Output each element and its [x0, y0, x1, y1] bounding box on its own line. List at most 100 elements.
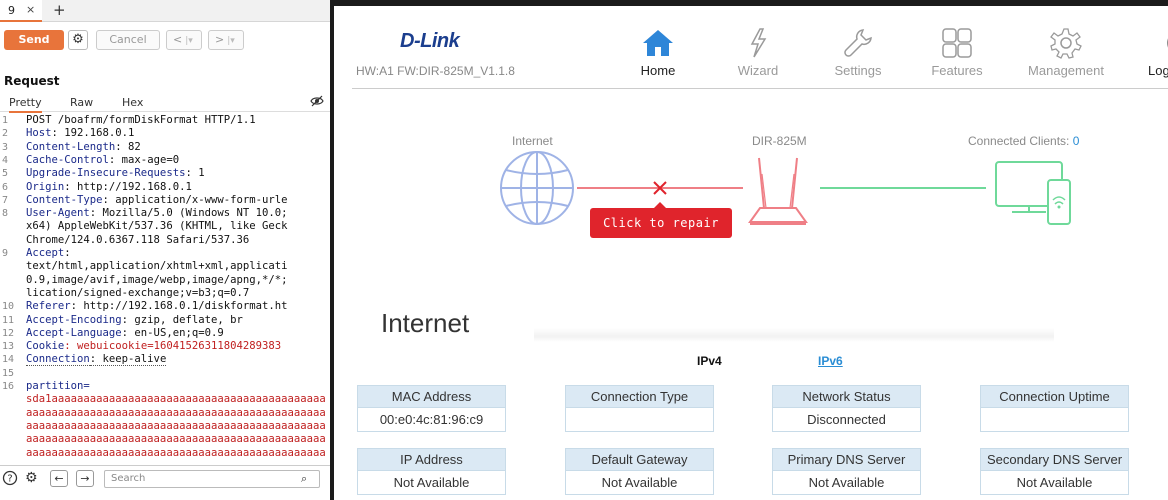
nav-settings[interactable]: Settings	[803, 26, 913, 78]
line-value: text/html,application/xhtml+xml,applicat…	[26, 260, 288, 273]
header-value: : http://192.168.0.1/diskformat.ht	[70, 300, 288, 313]
history-forward-button[interactable]: >|▾	[208, 30, 244, 50]
tab-ipv4[interactable]: IPv4	[697, 354, 722, 368]
header-value: :	[64, 247, 71, 259]
info-card-label: Connection Uptime	[981, 386, 1128, 408]
code-text: Host: 192.168.0.1	[26, 127, 134, 140]
forward-icon: >	[215, 33, 225, 46]
line-number: 7	[2, 194, 9, 206]
header-name: Content-Length	[26, 140, 116, 153]
cancel-button[interactable]: Cancel	[96, 30, 160, 50]
hide-eye-icon[interactable]	[310, 95, 324, 110]
header-value: : Mozilla/5.0 (Windows NT 10.0;	[89, 207, 288, 220]
info-card-label: IP Address	[358, 449, 505, 471]
tab-bar: 9 × +	[0, 0, 330, 22]
logout-icon	[1167, 38, 1168, 48]
header-name: Content-Type	[26, 193, 103, 206]
clients-icon[interactable]	[995, 161, 1071, 225]
tab-9[interactable]: 9 ×	[0, 0, 42, 22]
nav-label: Management	[1028, 63, 1104, 78]
svg-text:?: ?	[7, 474, 12, 485]
header-value: : 82	[115, 140, 141, 153]
prev-match-button[interactable]: ←	[50, 470, 68, 487]
dropdown-icon: |▾	[185, 36, 193, 46]
code-text: Accept:	[26, 247, 71, 260]
code-line: x64) AppleWebKit/537.36 (KHTML, like Gec…	[0, 220, 330, 233]
router-icon[interactable]	[748, 157, 808, 225]
code-line: 7 Content-Type: application/x-www-form-ur…	[0, 194, 330, 207]
next-match-button[interactable]: →	[76, 470, 94, 487]
code-text: x64) AppleWebKit/537.36 (KHTML, like Gec…	[26, 220, 288, 233]
code-line: aaaaaaaaaaaaaaaaaaaaaaaaaaaaaaaaaaaaaaaa…	[0, 447, 330, 460]
line-value: Chrome/124.0.6367.118 Safari/537.36	[26, 233, 250, 246]
history-back-button[interactable]: <|▾	[166, 30, 202, 50]
header-value: : 1	[185, 167, 205, 180]
info-card-label: Secondary DNS Server	[981, 449, 1128, 471]
code-text: lication/signed-exchange;v=b3;q=0.7	[26, 287, 249, 300]
network-diagram	[500, 151, 1071, 225]
nav-management[interactable]: Management	[1011, 26, 1121, 78]
search-input[interactable]: Search ⌕	[104, 470, 320, 488]
code-text: text/html,application/xhtml+xml,applicat…	[26, 260, 288, 273]
line-value: POST /boafrm/formDiskFormat HTTP/1.1	[26, 114, 256, 126]
tab-ipv6[interactable]: IPv6	[818, 354, 843, 368]
clients-label-text: Connected Clients:	[968, 134, 1073, 148]
info-card-value: Disconnected	[807, 412, 886, 427]
tab-pretty[interactable]: Pretty	[9, 96, 42, 113]
header-name: Cookie	[26, 340, 65, 353]
features-icon	[942, 28, 972, 58]
search-placeholder: Search	[111, 473, 146, 484]
line-number: 1	[2, 115, 9, 126]
info-card-value: Not Available	[808, 475, 885, 490]
code-text: aaaaaaaaaaaaaaaaaaaaaaaaaaaaaaaaaaaaaaaa…	[26, 407, 326, 420]
repair-tooltip-arrow	[654, 202, 666, 208]
nav-features[interactable]: Features	[902, 26, 1012, 78]
dlink-logo[interactable]: D-Link	[400, 30, 460, 52]
code-text: Accept-Language: en-US,en;q=0.9	[26, 327, 224, 340]
send-button[interactable]: Send	[4, 30, 64, 50]
line-number: 13	[2, 341, 15, 353]
tab-raw[interactable]: Raw	[70, 96, 94, 109]
add-tab-icon[interactable]: +	[53, 1, 66, 19]
device-label: DIR-825M	[752, 134, 807, 148]
header-name: Upgrade-Insecure-Requests	[26, 167, 186, 180]
line-value: aaaaaaaaaaaaaaaaaaaaaaaaaaaaaaaaaaaaaaaa…	[26, 419, 326, 432]
info-card-value: Not Available	[1016, 475, 1093, 490]
nav-wizard[interactable]: Wizard	[703, 26, 813, 78]
close-icon[interactable]: ×	[26, 3, 36, 16]
code-line: text/html,application/xhtml+xml,applicat…	[0, 260, 330, 273]
header-value: : application/x-www-form-urle	[102, 193, 288, 206]
info-card-label: MAC Address	[358, 386, 505, 408]
code-text: Chrome/124.0.6367.118 Safari/537.36	[26, 234, 249, 247]
header-name: Accept-Language	[26, 326, 122, 339]
globe-icon[interactable]	[500, 151, 574, 225]
code-line: 0.9,image/avif,image/webp,image/apng,*/*…	[0, 274, 330, 287]
header-value: : http://192.168.0.1	[64, 180, 192, 193]
tab-hex[interactable]: Hex	[122, 96, 144, 109]
help-icon[interactable]: ?	[2, 470, 18, 490]
section-title: Internet	[381, 308, 470, 338]
clients-count[interactable]: 0	[1072, 134, 1080, 148]
firmware-version: HW:A1 FW:DIR-825M_V1.1.8	[356, 64, 515, 78]
line-number: 16	[2, 381, 15, 392]
line-number: 5	[2, 168, 9, 180]
nav-home[interactable]: Home	[603, 26, 713, 78]
header-name: Connection	[26, 353, 90, 367]
code-text: partition=	[26, 380, 90, 393]
search-icon: ⌕	[301, 472, 308, 485]
nav-logout[interactable]: Log	[1110, 26, 1168, 78]
line-value: aaaaaaaaaaaaaaaaaaaaaaaaaaaaaaaaaaaaaaaa…	[26, 446, 326, 459]
click-to-repair-button[interactable]: Click to repair	[590, 208, 732, 238]
code-text: 0.9,image/avif,image/webp,image/apng,*/*…	[26, 274, 288, 287]
settings-gear-icon[interactable]: ⚙	[68, 30, 88, 50]
request-toolbar: Send ⚙ Cancel <|▾ >|▾	[0, 28, 330, 52]
search-settings-gear-icon[interactable]: ⚙	[25, 470, 38, 486]
